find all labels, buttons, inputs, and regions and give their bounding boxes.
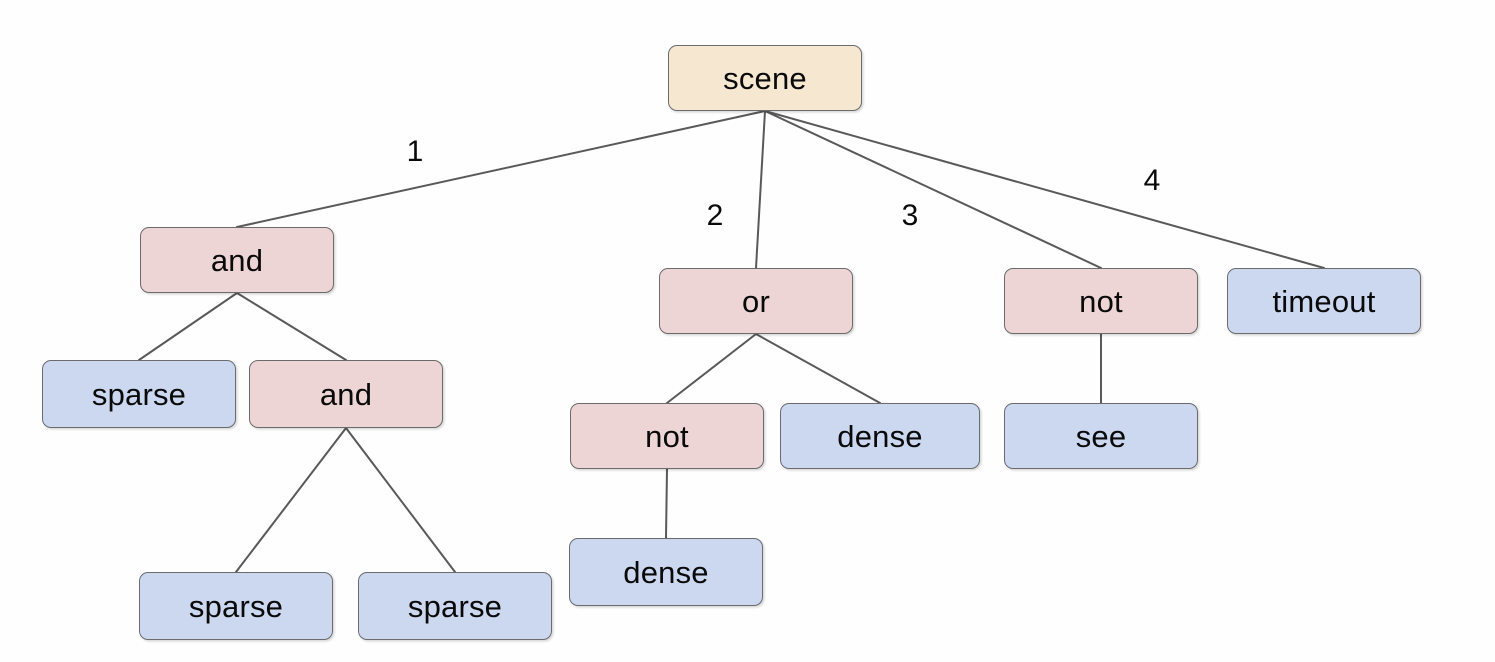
tree-node-and1[interactable]: and [140,227,334,293]
tree-node-not1[interactable]: not [1004,268,1198,334]
tree-edge-scene-to-timeout1 [764,110,1325,269]
tree-node-label: sparse [91,376,187,412]
tree-node-label: or [742,283,770,319]
tree-edge-not2-to-dense2 [665,468,668,539]
tree-edge-scene-to-not1 [764,110,1102,269]
edge-label-2: 2 [706,199,724,232]
tree-node-label: dense [837,418,923,454]
tree-node-timeout1[interactable]: timeout [1227,268,1421,334]
tree-node-label: and [210,242,264,278]
tree-node-scene[interactable]: scene [668,45,862,111]
tree-node-label: see [1075,418,1127,454]
tree-node-dense1[interactable]: dense [780,403,980,469]
tree-node-and2[interactable]: and [249,360,443,428]
tree-node-label: dense [623,554,709,590]
tree-node-sparse2[interactable]: sparse [139,572,333,640]
tree-edge-scene-to-and1 [236,110,766,228]
tree-node-dense2[interactable]: dense [569,538,763,606]
tree-edge-and2-to-sparse3 [345,427,456,573]
tree-node-sparse3[interactable]: sparse [358,572,552,640]
tree-edge-scene-to-or1 [755,110,766,269]
tree-node-label: sparse [188,588,284,624]
tree-node-label: sparse [407,588,503,624]
tree-edge-and2-to-sparse2 [235,427,347,573]
tree-node-label: not [1079,283,1123,319]
edge-label-3: 3 [901,199,919,232]
edge-label-4: 4 [1143,164,1161,197]
tree-node-label: scene [723,60,807,96]
tree-edge-and1-to-sparse1 [138,292,238,361]
tree-edge-or1-to-not2 [666,333,757,404]
tree-node-label: and [319,376,373,412]
edge-label-1: 1 [406,135,424,168]
tree-node-sparse1[interactable]: sparse [42,360,236,428]
tree-node-not2[interactable]: not [570,403,764,469]
tree-node-label: not [645,418,689,454]
tree-edge-and1-to-and2 [236,292,347,361]
tree-node-or1[interactable]: or [659,268,853,334]
tree-edge-or1-to-dense1 [755,333,881,404]
tree-node-see1[interactable]: see [1004,403,1198,469]
tree-node-label: timeout [1272,283,1376,319]
